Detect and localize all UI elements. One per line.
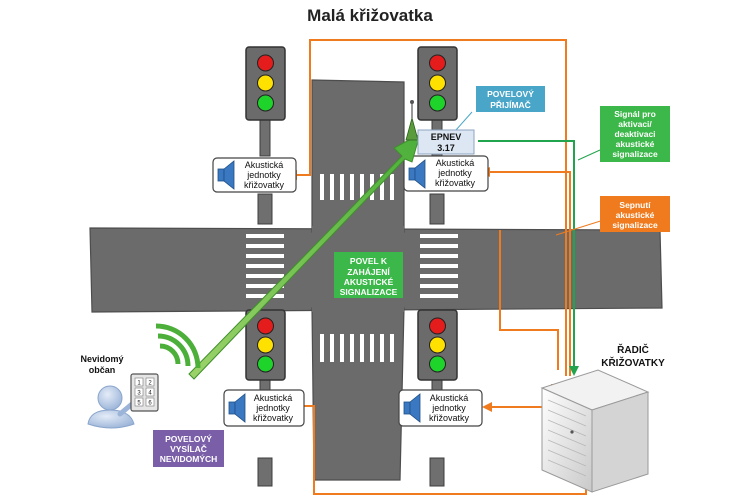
acoustic-unit-label-line1: Akustická	[254, 393, 293, 403]
speaker-icon	[414, 159, 426, 189]
speaker-icon	[403, 401, 411, 415]
command-label-box: POVEL K ZAHÁJENÍ AKUSTICKÉ SIGNALIZACE	[334, 252, 403, 298]
green-arrow-head	[569, 366, 579, 376]
citizen-label-line2: občan	[89, 365, 116, 375]
crosswalk-south	[320, 334, 394, 362]
keypad-key-2: 2	[148, 381, 152, 387]
signal-label-box: Signál pro aktivaci/ deaktivaci akustick…	[600, 106, 670, 162]
speaker-icon	[223, 160, 235, 190]
poles	[257, 117, 445, 487]
acoustic-unit-nw: Akustická jednotky křižovatky	[212, 157, 297, 193]
speaker-icon	[408, 167, 416, 181]
receiver-label-box: POVELOVÝ PŘIJÍMAČ	[476, 86, 545, 112]
transmitter-label-line1: POVELOVÝ	[165, 433, 212, 444]
acoustic-unit-label-line2: jednotky	[431, 403, 466, 413]
blind-person-icon	[87, 385, 135, 429]
switch-label-line2: akustické	[616, 210, 655, 220]
acoustic-unit-label-line3: křižovatky	[429, 413, 470, 423]
acoustic-unit-label-line2: jednotky	[246, 170, 281, 180]
acoustic-unit-label-line2: jednotky	[255, 403, 290, 413]
command-label-line4: SIGNALIZACE	[340, 287, 398, 297]
acoustic-unit-label-line3: křižovatky	[244, 180, 285, 190]
epnev-label-line1: EPNEV	[431, 132, 462, 142]
controller-cabinet-icon	[540, 369, 650, 493]
acoustic-unit-label-line1: Akustická	[436, 158, 475, 168]
citizen-label-line1: Nevidomý	[80, 354, 123, 364]
command-label-line1: POVEL K	[350, 256, 388, 266]
traffic-light-nw	[245, 46, 286, 121]
keypad-key-3: 3	[137, 391, 141, 397]
controller-label-line2: KŘIŽOVATKY	[601, 356, 665, 369]
leader-receiver	[455, 111, 473, 131]
signal-label-line4: akustické	[616, 139, 655, 149]
vertical-road-south	[311, 307, 405, 481]
keypad-key-1: 1	[137, 381, 141, 387]
acoustic-unit-label-line3: křižovatky	[253, 413, 294, 423]
keypad-key-6: 6	[148, 401, 152, 407]
acoustic-unit-label-line3: křižovatky	[435, 178, 476, 188]
transmitter-label-line3: NEVIDOMÝCH	[160, 453, 218, 464]
switch-label-box: Sepnutí akustické signalizace	[600, 196, 670, 232]
signal-label-line5: signalizace	[612, 149, 658, 159]
orange-wires	[296, 39, 587, 495]
speaker-icon	[228, 401, 236, 415]
green-wire	[478, 140, 575, 374]
switch-label-line3: signalizace	[612, 220, 658, 230]
arrow-head-se	[482, 402, 492, 412]
signal-label-line3: deaktivaci	[614, 129, 655, 139]
acoustic-unit-ne: Akustická jednotky křižovatky	[403, 155, 489, 192]
epnev-device: EPNEV 3.17	[417, 129, 475, 155]
keypad-key-4: 4	[148, 391, 152, 397]
traffic-light-ne	[417, 46, 458, 121]
command-label-line2: ZAHÁJENÍ	[347, 267, 390, 277]
vertical-road-north	[311, 79, 405, 233]
transmitter-label-line2: VYSÍLAČ	[170, 443, 207, 454]
crosswalk-east	[420, 234, 458, 298]
receiver-label-line2: PŘIJÍMAČ	[490, 99, 531, 110]
command-label-line3: AKUSTICKÉ	[344, 277, 394, 287]
acoustic-unit-label-line1: Akustická	[430, 393, 469, 403]
command-arrow	[188, 132, 421, 380]
receiver-label-line1: POVELOVÝ	[487, 88, 534, 99]
page-title: Malá křižovatka	[307, 6, 433, 25]
traffic-light-se	[417, 309, 458, 381]
transmitter-device: 1 2 3 4 5 6	[130, 373, 159, 412]
wireless-signal-icon	[155, 323, 201, 369]
traffic-light-sw	[245, 309, 286, 381]
receiver-antenna-icon	[405, 100, 419, 141]
signal-label-line2: aktivaci/	[618, 119, 652, 129]
transmitter-label-box: POVELOVÝ VYSÍLAČ NEVIDOMÝCH	[153, 430, 224, 467]
switch-label-line1: Sepnutí	[619, 200, 651, 210]
leader-signal	[577, 149, 601, 161]
speaker-icon	[409, 393, 421, 423]
epnev-label-line2: 3.17	[437, 143, 455, 153]
keypad-key-5: 5	[137, 401, 141, 407]
acoustic-unit-label-line2: jednotky	[437, 168, 472, 178]
speaker-icon	[234, 393, 246, 423]
acoustic-unit-label-line1: Akustická	[245, 160, 284, 170]
acoustic-unit-sw: Akustická jednotky křižovatky	[223, 389, 305, 427]
controller-label-line1: ŘADIČ	[617, 343, 649, 356]
signal-label-line1: Signál pro	[614, 109, 656, 119]
speaker-icon	[217, 168, 225, 182]
acoustic-unit-se: Akustická jednotky křižovatky	[398, 389, 483, 427]
